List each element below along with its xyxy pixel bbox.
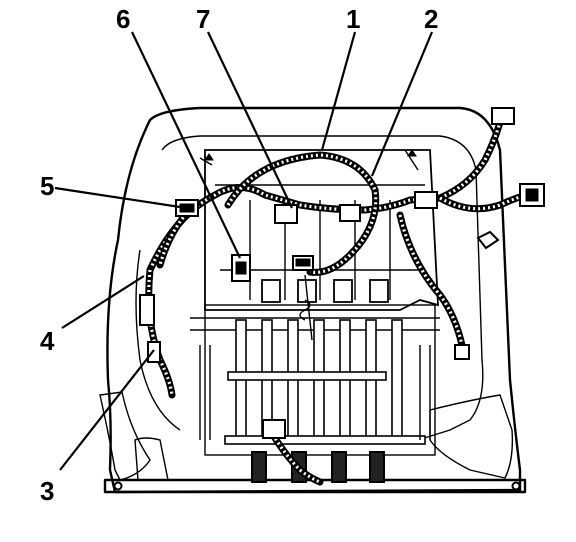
callout-1: 1 [346, 4, 360, 34]
connector-2 [414, 191, 438, 209]
callout-7: 7 [196, 4, 210, 34]
leader-2 [370, 31, 434, 177]
leader-5 [54, 186, 181, 209]
callout-6: 6 [116, 4, 130, 34]
leader-7 [207, 31, 293, 209]
spring-grid [134, 304, 440, 483]
callout-5: 5 [40, 171, 54, 201]
callout-4: 4 [40, 326, 55, 356]
leader-1 [320, 31, 357, 151]
leader-6 [131, 31, 241, 259]
callout-3: 3 [40, 476, 54, 506]
end-connector-top [491, 107, 515, 125]
callout-2: 2 [424, 4, 438, 34]
seat-pan [199, 149, 439, 311]
leader-lines [54, 31, 434, 471]
leader-4 [61, 275, 145, 329]
connector-7 [274, 204, 298, 224]
connectors [139, 107, 545, 439]
callout-numbers: 1 2 3 4 5 6 7 [40, 4, 438, 506]
connector-3 [147, 341, 161, 363]
leader-3 [59, 349, 155, 471]
connector-4 [139, 294, 155, 326]
